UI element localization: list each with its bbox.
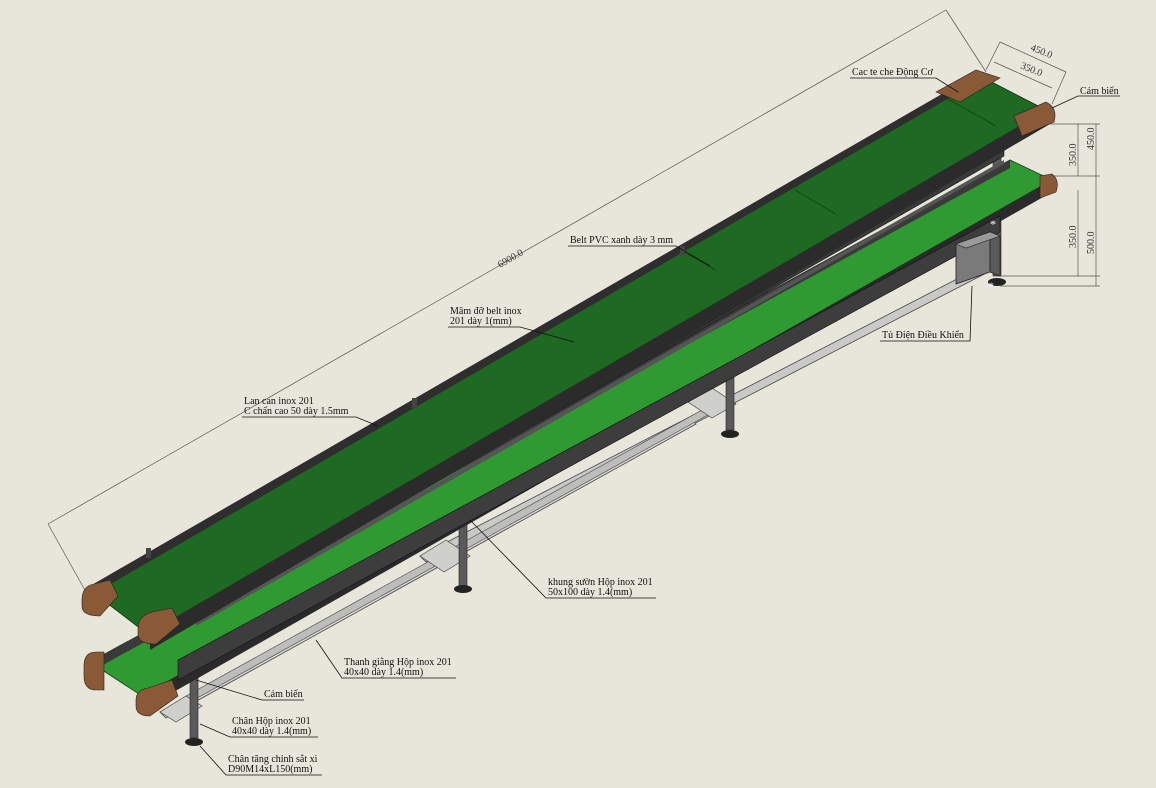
leader-control-box [880, 285, 973, 342]
lower-roller-back [1039, 173, 1058, 199]
leader-rail [242, 416, 379, 427]
label-sensor-top: Cảm biến [1080, 86, 1119, 97]
label-sensor-bottom: Cảm biến [264, 689, 303, 700]
label-brace-2: 40x40 dày 1.4(mm) [344, 667, 423, 678]
label-plate-2: 201 dày 1(mm) [450, 316, 512, 327]
asterisk-bottom-icon: * [988, 279, 994, 293]
dim-upper-gap: 350.0 [1068, 144, 1079, 167]
upper-roller-back-front [1013, 101, 1056, 137]
dim-width-inner: 350.0 [1019, 61, 1044, 80]
leader-brace [315, 639, 456, 679]
label-belt: Belt PVC xanh dày 3 mm [570, 235, 673, 246]
leader-frame [469, 519, 656, 599]
dim-lower-gap: 350.0 [1068, 226, 1079, 249]
leader-leg [199, 723, 318, 738]
foot-2 [454, 585, 472, 593]
label-brace-1: Thanh giằng Hộp inox 201 [344, 657, 452, 668]
lower-roller-left [83, 651, 105, 691]
cross-brace-2 [419, 539, 471, 573]
belt-seam-1 [794, 189, 837, 215]
lower-roller-front [135, 679, 179, 717]
belt-seam-3 [679, 249, 717, 271]
leader-sensor-bottom [195, 679, 304, 701]
upper-belt-back-rail [90, 72, 980, 596]
label-rail-1: Lan can inox 201 [244, 396, 314, 407]
label-frame-1: khung sườn Hộp inox 201 [548, 577, 653, 588]
control-box: * * [955, 217, 1001, 293]
foot-4 [988, 278, 1006, 286]
callouts: Cac te che Động Cơ Cảm biến Belt PVC xan… [195, 67, 1120, 776]
upper-conveyor [81, 69, 1056, 650]
label-foot-1: Chân tăng chỉnh sắt xi [228, 754, 318, 765]
leader-motor-cover [850, 77, 959, 93]
label-foot-2: D90M14xL150(mm) [228, 764, 312, 775]
length-value: 6900.0 [496, 247, 525, 270]
lower-side-rail [177, 215, 1001, 681]
upper-belt-front-rail [150, 108, 1050, 650]
right-dimensions: 350.0 450.0 350.0 500.0 450.0 350.0 [985, 41, 1100, 287]
label-control-box: Tủ Điện Điều Khiển [882, 330, 964, 341]
dim-upper-tier: 450.0 [1086, 128, 1097, 151]
label-leg-1: Chân Hộp inox 201 [232, 716, 311, 727]
leader-plate [448, 326, 575, 343]
rail-block-2 [412, 398, 417, 408]
leader-belt [568, 245, 711, 267]
control-box-top [955, 231, 1001, 249]
label-leg-2: 40x40 dày 1.4(mm) [232, 726, 311, 737]
label-plate-1: Mâm đỡ belt inox [450, 306, 522, 317]
upper-roller-left [81, 579, 119, 617]
upper-roller-front [137, 607, 181, 645]
label-rail-2: C chấn cao 50 dày 1.5mm [244, 406, 349, 417]
belt-seam-2 [945, 97, 997, 127]
frame-beam-mid [196, 160, 1004, 626]
label-frame-2: 50x100 dày 1.4(mm) [548, 587, 632, 598]
leader-foot [199, 745, 322, 776]
label-motor-cover: Cac te che Động Cơ [852, 67, 934, 78]
upper-roller-back [935, 69, 1001, 103]
dim-width-outer: 450.0 [1029, 43, 1054, 62]
foot-3 [721, 430, 739, 438]
rail-block-1 [146, 548, 151, 558]
leader-sensor-top [1051, 95, 1120, 109]
asterisk-top-icon: * [990, 217, 996, 231]
foot-1 [185, 738, 203, 746]
rail-block-3 [680, 246, 685, 256]
dim-lower-height: 500.0 [1086, 232, 1097, 255]
upper-belt [89, 75, 1051, 637]
